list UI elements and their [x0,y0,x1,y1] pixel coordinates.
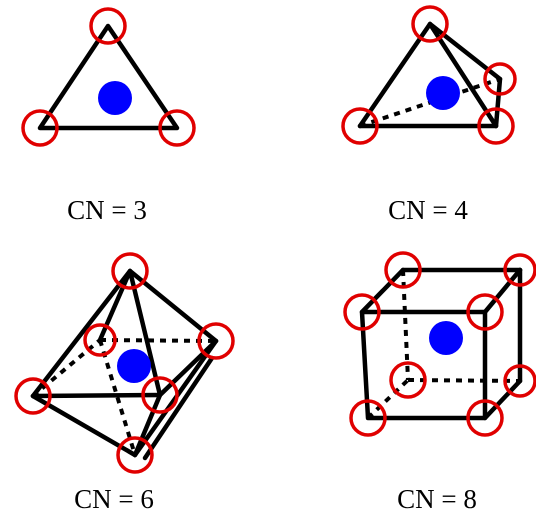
cn6-edge-eq-front [30,392,163,399]
cn3-bonds [37,23,180,131]
cn8-edge-depth-top-right [482,267,523,315]
cn4-ligand-back [483,62,517,96]
cn8-ligand-front-bottom-left [349,399,387,437]
panel-cn8: CN = 8 [343,251,536,514]
cn4-edge-top-left [357,21,433,129]
cn8-label: CN = 8 [397,484,477,514]
cn3-ligand-top [89,7,127,45]
cn8-ligand-back-bottom-left [389,361,427,399]
cn8-ligand-back-bottom-right [503,364,536,398]
cn6-ligand-front [141,376,179,414]
cn8-edge-depth-bottom-left-dashed [366,378,410,420]
panel-cn4: CN = 4 [341,5,517,225]
cn6-ligand-left [14,377,52,415]
cn6-ligand-right [197,322,235,360]
cn3-central-atom [98,81,132,115]
cn4-ligand-top [411,5,449,43]
cn6-edge-top-left [30,268,133,399]
cn8-ligand-back-top-left [384,251,422,289]
cn3-triangle [37,23,180,131]
cn3-ligand-left [21,109,59,147]
cn6-label: CN = 6 [74,484,154,514]
cn4-ligand-left [341,107,379,145]
cn6-edge-eq-right [157,338,219,398]
cn4-edge-back-right [493,76,503,129]
cn6-edge-top-front [127,268,163,398]
cn8-ligand-front-bottom-right [466,399,504,437]
cn8-edge-depth-bottom-right [482,378,523,421]
cn6-edge-bottom-back [98,339,137,456]
cn3-ligand-right [158,109,196,147]
cn6-edge-bottom-left [30,393,138,458]
cn3-ligands [21,7,196,147]
cn6-ligand-top [111,252,149,290]
cn8-edge-depth-top-left [359,267,406,315]
cn8-ligand-front-top-right [466,293,504,331]
cn8-bonds [359,267,523,421]
cn8-central-atom [429,321,463,355]
cn6-central-atom [117,349,151,383]
cn8-ligands [343,251,536,437]
cn4-edge-top-right [427,21,499,129]
cn6-edge-bottom-right-outer [142,355,215,461]
cn6-edge-bottom-front [132,392,163,458]
cn8-ligand-front-top-left [343,293,381,331]
cn8-ligand-back-top-right [503,253,536,287]
cn4-label: CN = 4 [388,195,468,225]
cn6-ligand-bottom [116,436,154,474]
cn6-ligands [14,252,235,474]
cn6-edge-top-back [97,268,133,343]
cn4-bonds [357,21,503,129]
cn4-ligands [341,5,517,145]
panel-cn6: CN = 6 [14,252,235,514]
panel-cn3: CN = 3 [21,7,196,225]
cn6-edge-eq-back [99,338,217,343]
cn4-ligand-right [477,107,515,145]
cn4-central-atom [426,76,460,110]
cn3-label: CN = 3 [67,195,147,225]
cn6-ligand-back [83,323,117,357]
